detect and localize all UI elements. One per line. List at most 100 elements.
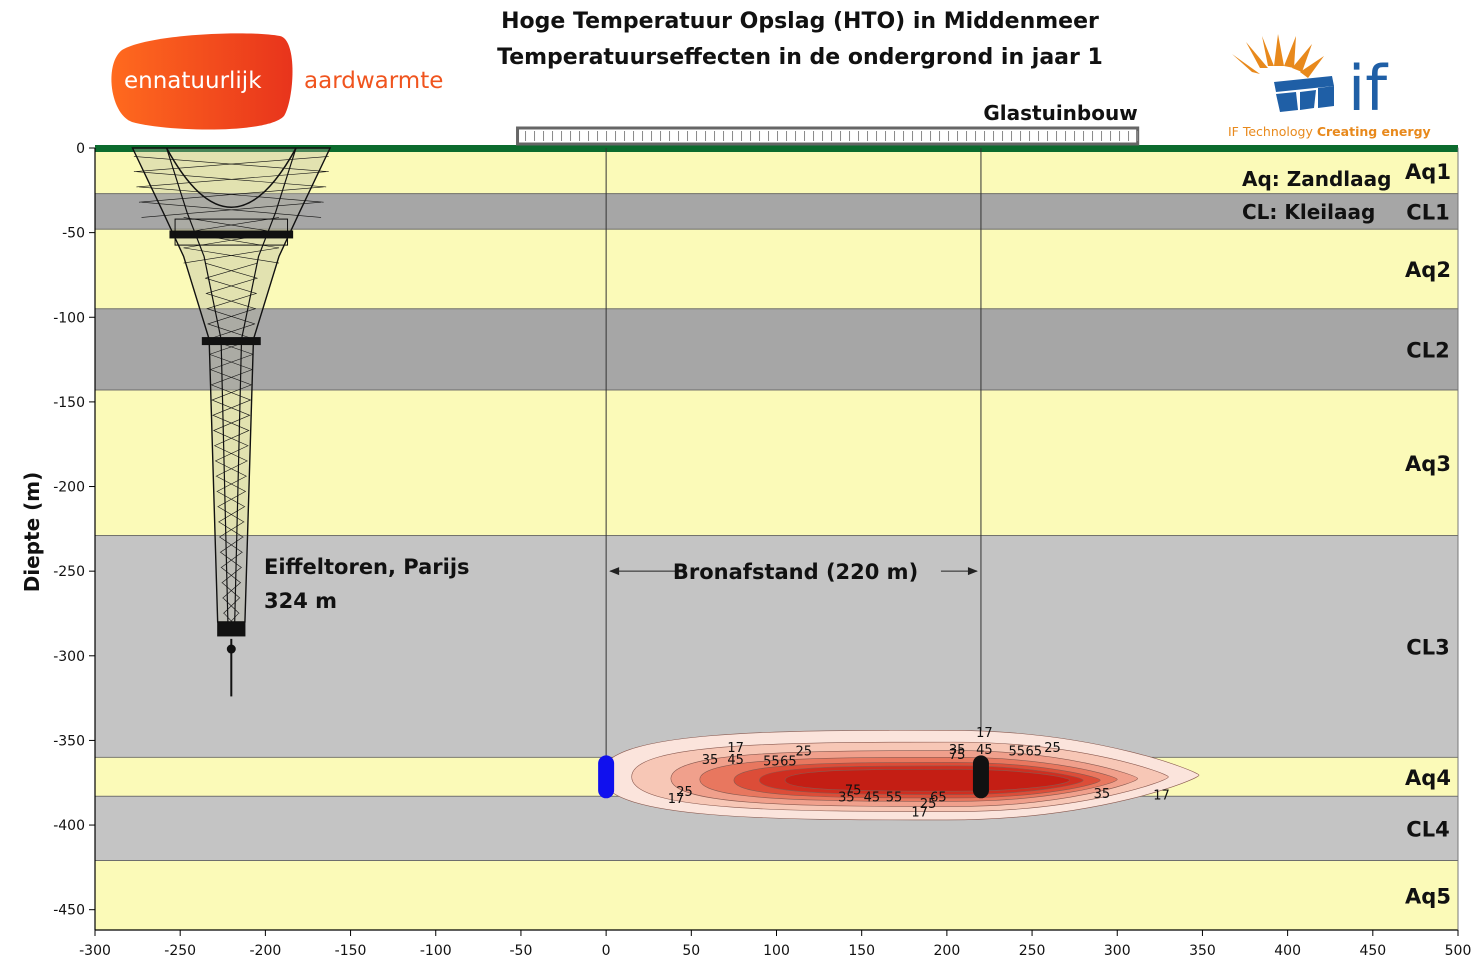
warm-well <box>972 755 989 799</box>
ground-surface <box>95 145 1458 152</box>
tower-lattice <box>211 384 252 401</box>
x-tick-label: 300 <box>1104 943 1131 959</box>
tower-top-lantern <box>226 644 236 654</box>
contour-label: 45 <box>976 743 993 758</box>
eiffel-tower-drawing <box>131 147 332 697</box>
x-tick-label: 450 <box>1359 943 1386 959</box>
tower-lattice <box>141 201 322 218</box>
logo-tagline: IF Technology Creating energy <box>1228 124 1431 139</box>
x-tick-label: -100 <box>420 943 452 959</box>
x-tick-label: 200 <box>934 943 961 959</box>
tower-lattice <box>219 521 244 538</box>
spacing-arrowhead-left <box>609 567 620 576</box>
x-tick-label: 250 <box>1019 943 1046 959</box>
tower-lattice <box>209 354 253 371</box>
greenhouse-label: Glastuinbouw <box>983 101 1137 125</box>
tower-lattice <box>212 399 251 416</box>
layer-cl2 <box>94 308 1459 391</box>
layer-label-aq4: Aq4 <box>1405 766 1451 790</box>
contour-label: 25 <box>1044 741 1061 756</box>
layer-label-cl3: CL3 <box>1406 635 1449 659</box>
contour-label: 65 <box>1025 745 1042 760</box>
tower-lattice <box>204 262 258 279</box>
contour-label: 17 <box>668 792 685 807</box>
layer-cl1 <box>94 193 1459 230</box>
tower-lattice <box>208 323 255 340</box>
contour-label: 75 <box>949 748 966 763</box>
tower-lattice <box>217 491 246 508</box>
contour-label: 17 <box>1153 789 1170 804</box>
y-tick-label: -300 <box>53 649 85 665</box>
legend-clay: CL: Kleilaag <box>1242 200 1375 224</box>
x-tick-label: 400 <box>1274 943 1301 959</box>
layer-label-aq3: Aq3 <box>1405 452 1451 476</box>
layer-label-aq2: Aq2 <box>1405 258 1451 282</box>
contour-label: 55 <box>763 755 780 770</box>
tower-lattice <box>136 171 327 188</box>
layer-label-aq1: Aq1 <box>1405 160 1451 184</box>
y-tick-label: -150 <box>53 395 85 411</box>
contour-label: 75 <box>845 784 862 799</box>
spacing-arrowhead-right <box>967 567 978 576</box>
layer-aq3 <box>94 389 1459 537</box>
logo-word-if: if <box>1348 52 1389 125</box>
tower-platform-2 <box>201 337 261 346</box>
contour-label: 55 <box>886 790 903 805</box>
if-technology-logo: if IF Technology Creating energy <box>1228 34 1431 139</box>
tower-inner-left <box>165 147 229 622</box>
legend-aquifer: Aq: Zandlaag <box>1242 167 1391 191</box>
cold-well <box>598 755 615 799</box>
logo-tagline-bold: Creating energy <box>1317 124 1431 139</box>
y-tick-label: -450 <box>53 903 85 919</box>
tower-arch <box>165 147 297 208</box>
tower-lattice <box>210 369 252 386</box>
contour-label: 17 <box>911 806 928 821</box>
y-tick-label: -250 <box>53 564 85 580</box>
tower-lattice <box>216 476 247 492</box>
tower-lattice <box>221 567 242 584</box>
tower-lattice <box>183 247 280 264</box>
y-tick-label: -200 <box>53 480 85 496</box>
contour-label: 45 <box>727 753 744 768</box>
tower-lattice <box>138 186 324 203</box>
y-tick-label: -100 <box>53 310 85 326</box>
contour-75 <box>784 768 1070 792</box>
tower-lattice <box>214 445 248 462</box>
y-tick-label: -350 <box>53 733 85 749</box>
contour-label: 17 <box>727 741 744 756</box>
layer-aq1 <box>94 147 1459 195</box>
y-axis-label: Diepte (m) <box>20 471 44 593</box>
well-spacing-label: Bronafstand (220 m) <box>673 560 918 584</box>
contour-label: 45 <box>864 790 881 805</box>
x-tick-label: -250 <box>164 943 196 959</box>
title-line-2: Temperatuurseffecten in de ondergrond in… <box>497 45 1103 70</box>
y-tick-label: -400 <box>53 818 85 834</box>
x-tick-label: 500 <box>1445 943 1472 959</box>
tower-lattice <box>219 537 243 553</box>
tower-platform-1 <box>169 230 294 239</box>
x-tick-label: 150 <box>848 943 875 959</box>
tower-label: Eiffeltoren, Parijs <box>264 555 470 579</box>
tower-platform-3 <box>217 621 246 637</box>
tower-lattice <box>218 506 245 523</box>
contour-label: 17 <box>976 726 993 741</box>
tower-lattice <box>205 278 257 294</box>
tower-lattice <box>222 582 241 599</box>
x-tick-label: -200 <box>249 943 281 959</box>
tower-lattice <box>133 156 329 172</box>
layer-aq5 <box>94 860 1459 931</box>
contour-label: 25 <box>920 797 937 812</box>
contour-label: 35 <box>702 753 719 768</box>
x-tick-label: -300 <box>79 943 111 959</box>
tower-lattice <box>214 430 249 447</box>
tower-lattice <box>220 552 242 569</box>
tower-lattice <box>223 598 240 614</box>
layer-aq2 <box>94 228 1459 310</box>
logo-tagline-plain: IF Technology <box>1228 124 1317 139</box>
contour-label: 25 <box>795 745 812 760</box>
contour-label: 65 <box>930 790 947 805</box>
x-tick-label: -50 <box>510 943 533 959</box>
contour-label: 35 <box>838 790 855 805</box>
